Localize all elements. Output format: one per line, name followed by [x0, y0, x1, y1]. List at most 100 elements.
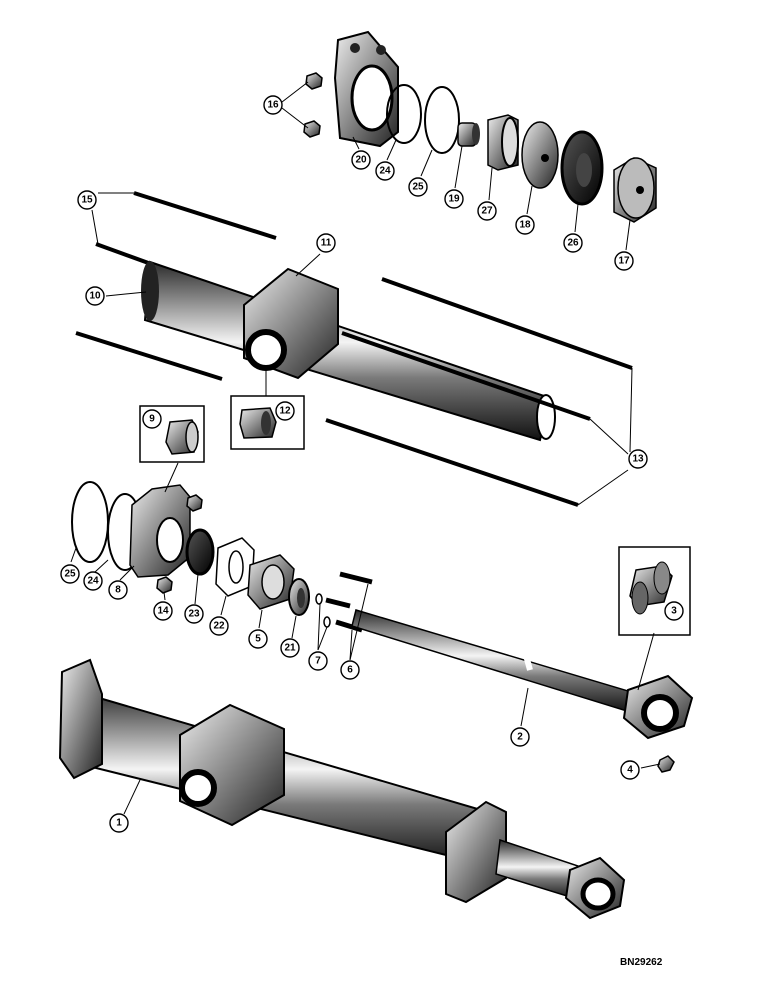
callout-number: 8 — [115, 585, 121, 596]
callout-13: 13 — [628, 449, 648, 469]
callout-number: 16 — [267, 100, 279, 111]
callout-circle — [108, 580, 128, 600]
callout-16: 16 — [263, 95, 283, 115]
inset-12 — [230, 395, 305, 450]
callout-number: 13 — [632, 454, 644, 465]
gasket-22 — [215, 537, 255, 597]
callout-circle — [351, 150, 371, 170]
seal-23 — [185, 528, 215, 576]
callout-circle — [664, 601, 684, 621]
callout-12: 12 — [275, 401, 295, 421]
callout-number: 3 — [671, 606, 677, 617]
callout-number: 25 — [64, 569, 76, 580]
callout-11: 11 — [316, 233, 336, 253]
callout-19: 19 — [444, 189, 464, 209]
callout-circle — [263, 95, 283, 115]
callout-3: 3 — [664, 601, 684, 621]
callout-circle — [614, 251, 634, 271]
nuts-16 — [303, 72, 323, 138]
callout-circle — [248, 629, 268, 649]
ring-21 — [288, 578, 310, 616]
callout-number: 7 — [315, 656, 321, 667]
callout-circle — [83, 571, 103, 591]
callout-circle — [515, 215, 535, 235]
callout-circle — [408, 177, 428, 197]
callout-circle — [620, 760, 640, 780]
callout-15: 15 — [77, 190, 97, 210]
callout-circle — [109, 813, 129, 833]
callout-23: 23 — [184, 604, 204, 624]
callout-number: 26 — [567, 238, 579, 249]
o-ring-24-top — [386, 84, 422, 144]
callout-circle — [628, 449, 648, 469]
o-ring-25-low — [71, 481, 109, 563]
callout-22: 22 — [209, 616, 229, 636]
callout-number: 18 — [519, 220, 531, 231]
callout-25: 25 — [60, 564, 80, 584]
ring-27 — [487, 114, 519, 171]
callout-number: 10 — [89, 291, 101, 302]
piston-17 — [613, 157, 657, 223]
callout-number: 17 — [618, 256, 630, 267]
callout-circle — [275, 401, 295, 421]
piston-18 — [521, 121, 559, 189]
callout-number: 22 — [213, 621, 225, 632]
callout-circle — [340, 660, 360, 680]
tie-rods-13 — [325, 277, 633, 507]
seal-26 — [560, 130, 604, 206]
callout-circle — [153, 601, 173, 621]
callout-18: 18 — [515, 215, 535, 235]
callout-number: 15 — [81, 195, 93, 206]
callout-circle — [85, 286, 105, 306]
callout-circle — [375, 161, 395, 181]
assembled-cylinder-1 — [58, 658, 626, 920]
gland-5 — [247, 554, 295, 610]
callout-number: 19 — [448, 194, 460, 205]
callout-number: 25 — [412, 182, 424, 193]
callout-circle — [316, 233, 336, 253]
callout-17: 17 — [614, 251, 634, 271]
callout-number: 11 — [321, 238, 332, 249]
callout-number: 4 — [627, 765, 633, 776]
end-cap-20 — [333, 30, 399, 148]
inset-3 — [618, 546, 691, 636]
callout-26: 26 — [563, 233, 583, 253]
callout-circle — [60, 564, 80, 584]
center-block-11 — [243, 267, 339, 380]
callout-10: 10 — [85, 286, 105, 306]
callout-circle — [444, 189, 464, 209]
callout-circle — [142, 409, 162, 429]
callout-number: 2 — [517, 732, 523, 743]
callout-number: 24 — [87, 576, 99, 587]
callout-24: 24 — [83, 571, 103, 591]
leader-lines — [70, 81, 661, 815]
callout-circle — [308, 651, 328, 671]
reference-code: BN29262 — [620, 957, 663, 968]
callout-9: 9 — [142, 409, 162, 429]
piston-rod-2 — [351, 609, 640, 713]
callout-circle — [209, 616, 229, 636]
bushing-19 — [457, 122, 480, 147]
rod-eye — [622, 674, 694, 740]
callout-number: 6 — [347, 665, 353, 676]
callout-number: 5 — [255, 634, 261, 645]
callout-5: 5 — [248, 629, 268, 649]
callout-number: 24 — [379, 166, 391, 177]
callout-circle — [563, 233, 583, 253]
callout-circle — [184, 604, 204, 624]
nut-upper — [186, 494, 203, 512]
callout-1: 1 — [109, 813, 129, 833]
o-ring-25-top — [424, 86, 460, 154]
callout-4: 4 — [620, 760, 640, 780]
callout-number: 1 — [116, 818, 122, 829]
callout-14: 14 — [153, 601, 173, 621]
callout-number: 23 — [188, 609, 200, 620]
callout-number: 27 — [481, 206, 493, 217]
callout-number: 12 — [279, 406, 291, 417]
callout-21: 21 — [280, 638, 300, 658]
callout-6: 6 — [340, 660, 360, 680]
callout-2: 2 — [510, 727, 530, 747]
callout-number: 9 — [149, 414, 155, 425]
